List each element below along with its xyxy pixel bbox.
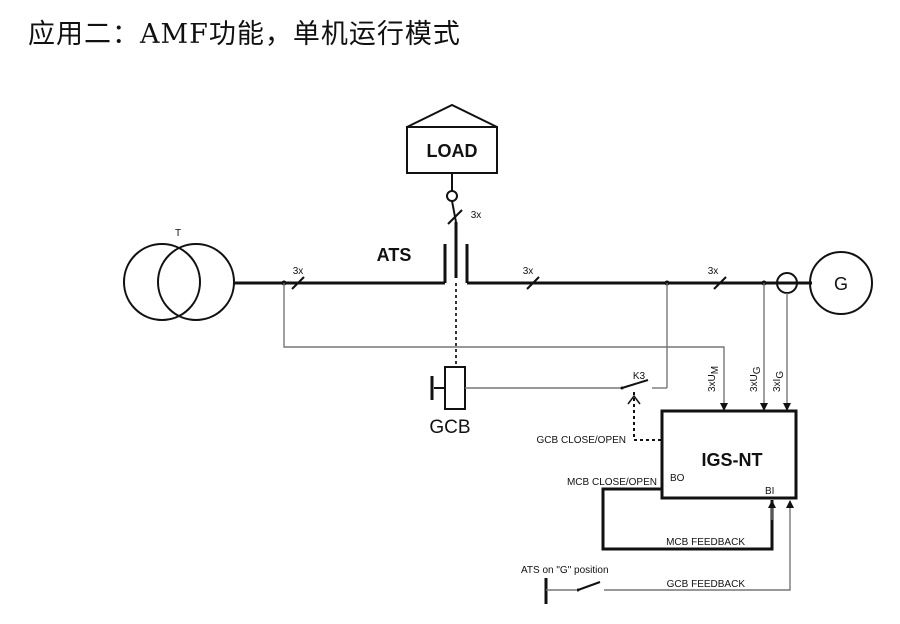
mcb-close-open-label: MCB CLOSE/OPEN [567, 477, 657, 488]
phase-label-generator: 3x [708, 266, 719, 277]
mains-voltage-label: 3xUM [707, 366, 721, 392]
ats-label: ATS [377, 245, 412, 265]
load-symbol [406, 103, 498, 174]
generator-symbol [809, 251, 873, 315]
gcb-actuator [430, 366, 466, 410]
gcb-feedback-label: GCB FEEDBACK [667, 579, 746, 590]
load-drop-line [451, 200, 457, 223]
bi-label: BI [765, 486, 774, 497]
transformer-label: T [175, 228, 181, 239]
mcb-feedback-label: MCB FEEDBACK [666, 537, 745, 548]
phase-tick-load [447, 209, 463, 225]
phase-label-load: 3x [471, 210, 482, 221]
mcb-close-open-line [601, 487, 774, 551]
phase-label-mains: 3x [293, 266, 304, 277]
phase-tick-mains [291, 276, 305, 290]
gcb-label: GCB [429, 417, 470, 438]
page-title: 应用二：AMF功能，单机运行模式 [28, 19, 461, 50]
load-label: LOAD [427, 141, 478, 161]
ats-on-g-label: ATS on "G" position [521, 565, 609, 576]
phase-tick-bus [526, 276, 540, 290]
generator-label: G [834, 274, 848, 294]
k3-contact [621, 379, 649, 389]
phase-label-bus: 3x [523, 266, 534, 277]
generator-current-label: 3xIG [772, 371, 786, 392]
phase-tick-generator [713, 276, 727, 290]
ats-switch [443, 222, 469, 283]
mains-voltage-sensing-line [283, 283, 728, 411]
generator-voltage-label: 3xUG [749, 366, 763, 392]
load-terminal [446, 190, 458, 202]
k3-label: K3 [633, 371, 646, 382]
k3-arrow [627, 394, 641, 405]
transformer-symbol [123, 243, 235, 321]
controller-label: IGS-NT [702, 450, 763, 470]
bo-label: BO [670, 473, 685, 484]
gcb-feedback-line [604, 500, 794, 591]
igs-nt-controller [660, 409, 798, 500]
ats-position-contact [577, 581, 601, 591]
gcb-close-open-label: GCB CLOSE/OPEN [537, 435, 626, 446]
